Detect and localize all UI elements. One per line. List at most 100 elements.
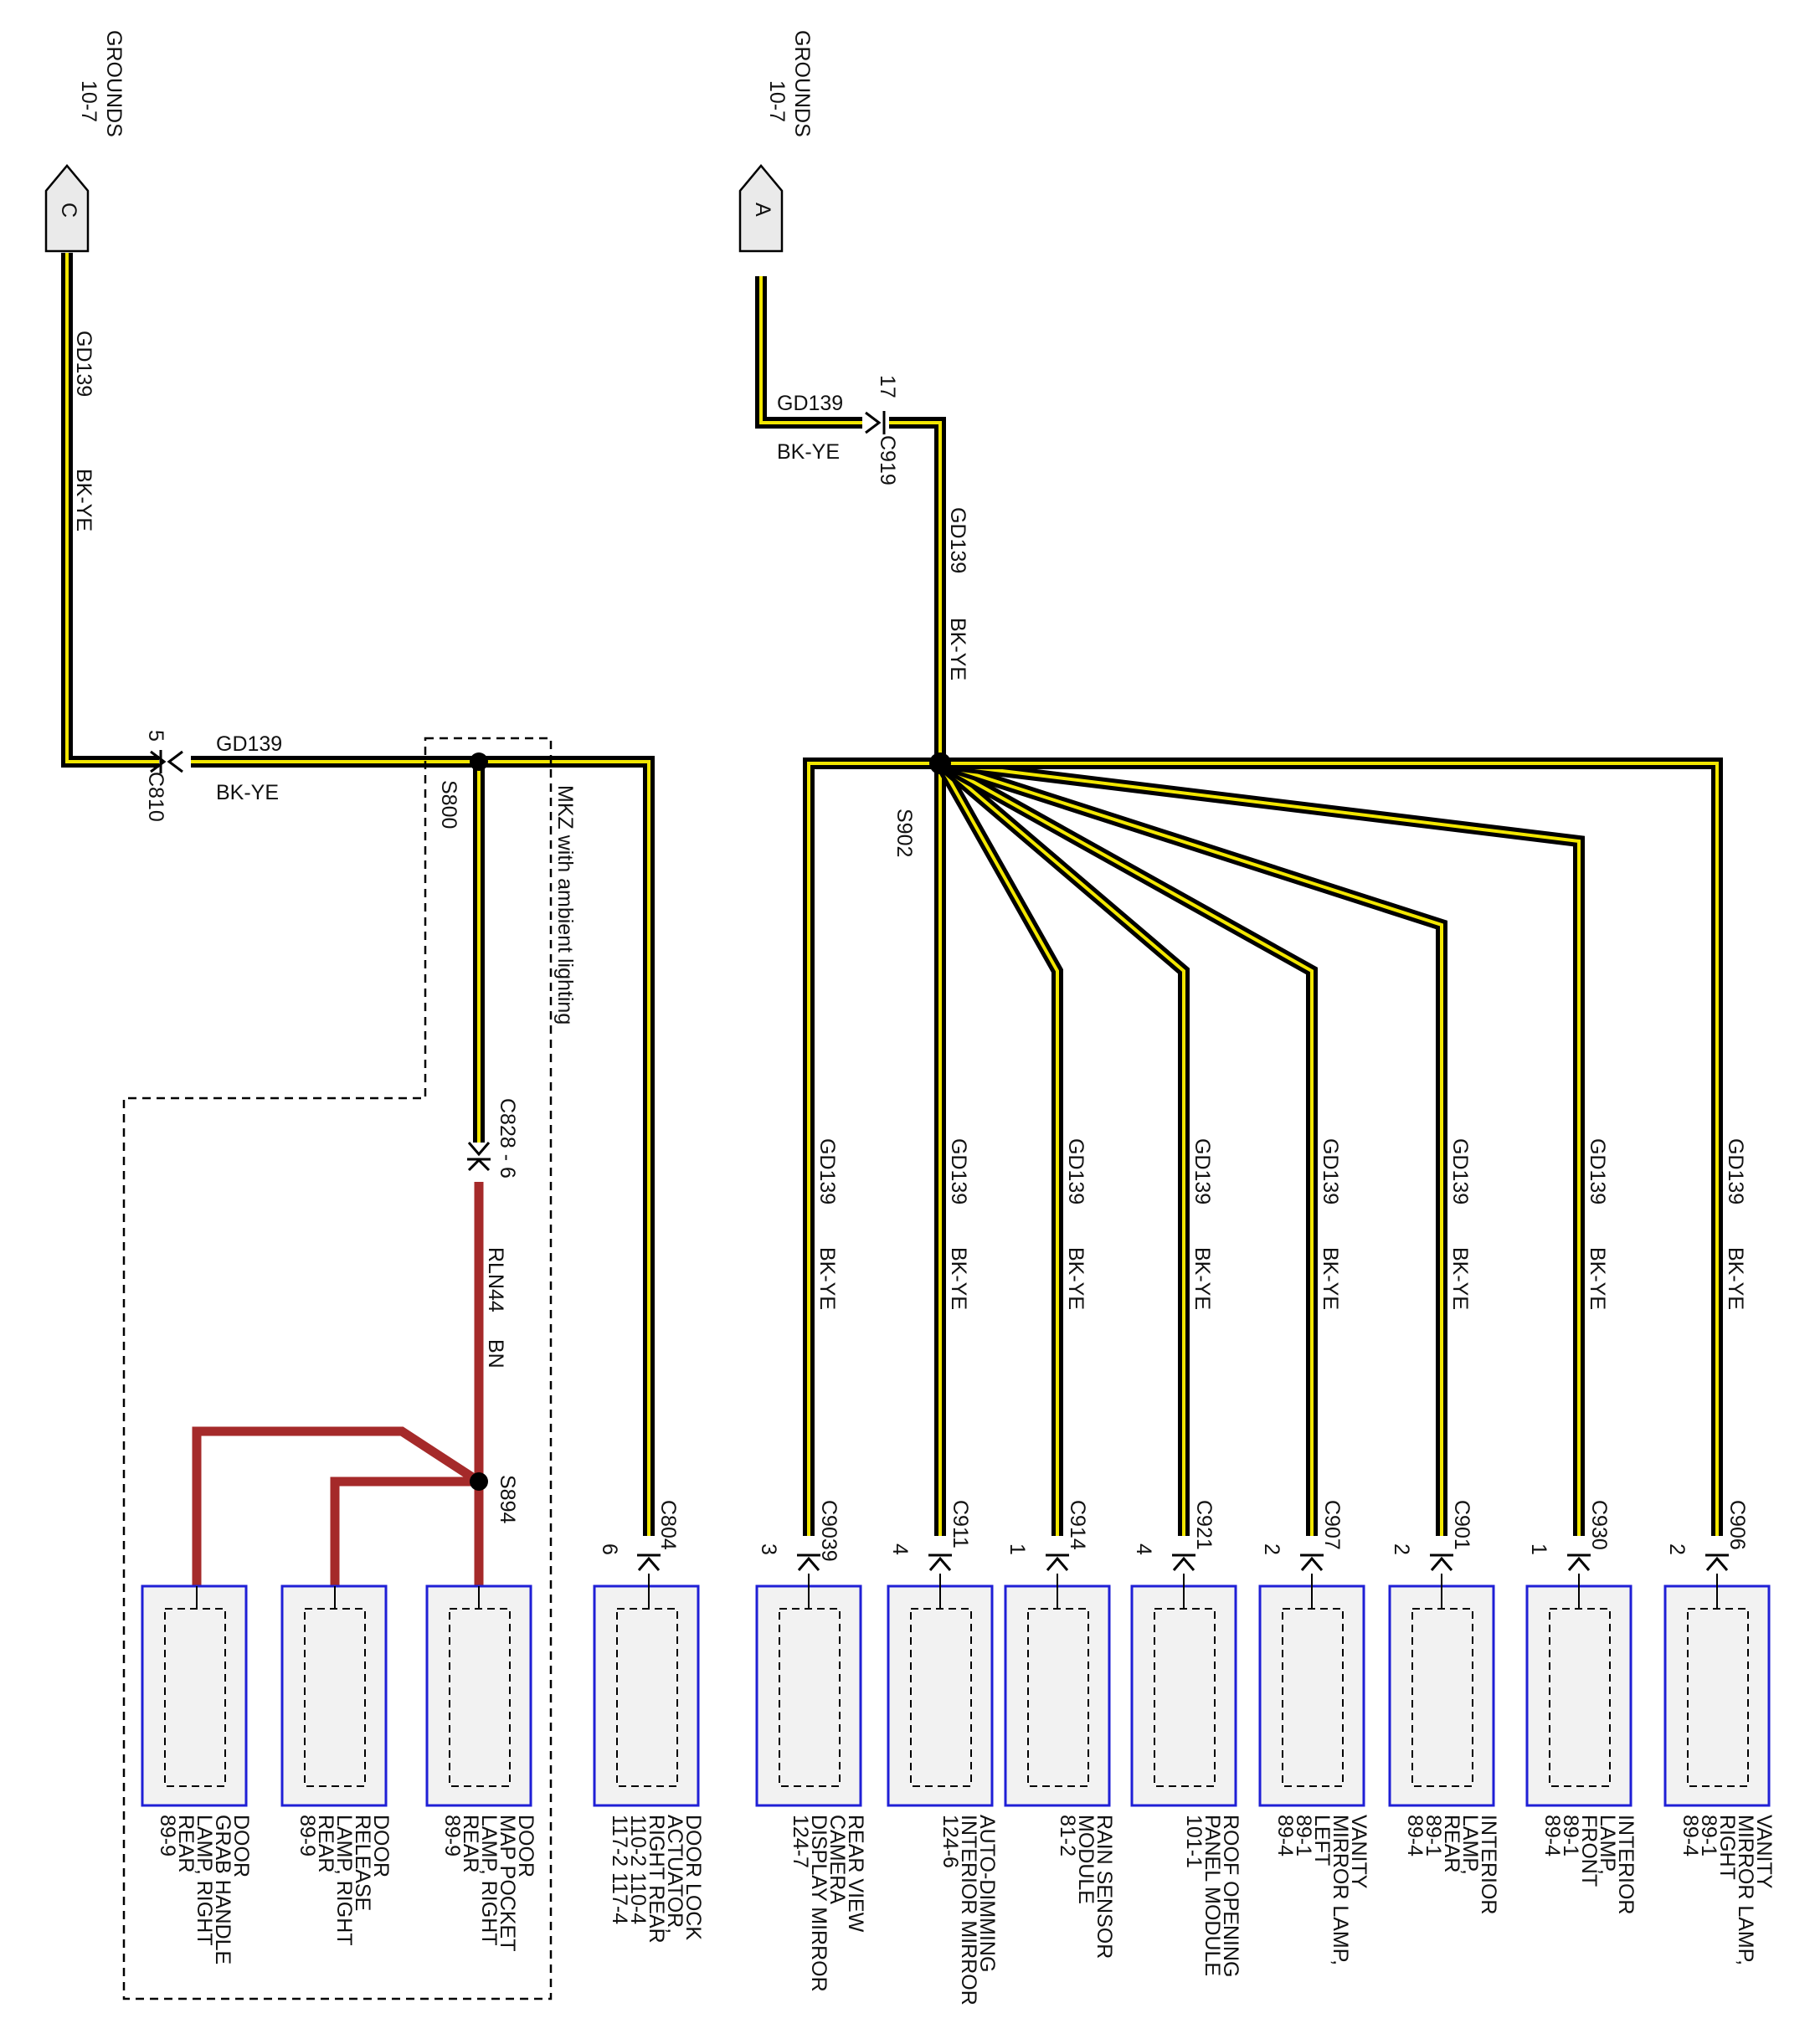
branch-7-color: BK-YE xyxy=(1724,1247,1747,1310)
branch-4-label-line-2: LEFT xyxy=(1310,1815,1334,1866)
branch-5-label-line-1: LAMP, xyxy=(1458,1815,1482,1875)
left-component-2-line-0: DOOR xyxy=(514,1815,537,1877)
branch-0-label-line-2: DISPLAY MIRROR xyxy=(807,1815,830,1992)
branch-1-connector-name: C911 xyxy=(949,1500,972,1548)
branch-1-color: BK-YE xyxy=(947,1247,970,1310)
connector-c810 xyxy=(150,750,183,773)
splice-s800-label: S800 xyxy=(437,780,460,829)
wire-c810-color: BK-YE xyxy=(216,781,279,804)
wire-trunk-circuit: GD139 xyxy=(946,507,969,573)
connector-c810-pin: 5 xyxy=(144,730,167,742)
branch-7-label-line-1: MIRROR LAMP, xyxy=(1734,1815,1757,1965)
left-component-2-line-1: MAP POCKET xyxy=(496,1815,519,1951)
ground-ref-left-letter: C xyxy=(57,203,80,218)
branch-0-connector-name: C9039 xyxy=(817,1500,841,1562)
branch-5-label-line-3: 89-1 xyxy=(1422,1815,1445,1857)
branch-4-connector-pin: 2 xyxy=(1260,1543,1283,1555)
ground-ref-right-letter: A xyxy=(751,203,774,217)
splice-s894-label: S894 xyxy=(496,1475,519,1523)
branch-2-color: BK-YE xyxy=(1064,1247,1087,1310)
branch-4-circuit: GD139 xyxy=(1319,1138,1342,1204)
branch-3-component xyxy=(1130,1584,1237,1807)
ground-ref-right-title: GROUNDS xyxy=(790,30,814,137)
left-component-3-line-1: ACTUATOR, xyxy=(663,1815,686,1934)
connector-c804-name: C804 xyxy=(656,1500,680,1550)
connector-c919-name: C919 xyxy=(876,435,899,485)
branch-5-circuit: GD139 xyxy=(1448,1138,1472,1204)
branch-4-label-line-1: MIRROR LAMP, xyxy=(1329,1815,1352,1965)
left-component-1-line-3: REAR xyxy=(314,1815,337,1872)
branch-7-connector-pin: 2 xyxy=(1665,1543,1689,1555)
branch-5-label-line-2: REAR xyxy=(1440,1815,1463,1872)
branch-3-connector-symbol xyxy=(1172,1556,1195,1571)
branch-3-connector-name: C921 xyxy=(1192,1500,1216,1550)
wire-rln44-color: BN xyxy=(484,1339,507,1369)
option-label: MKZ with ambient lighting xyxy=(553,785,577,1025)
branch-4-connector-symbol xyxy=(1300,1556,1324,1571)
branch-4-label-line-3: 89-1 xyxy=(1292,1815,1315,1857)
left-component-0-line-1: GRAB HANDLE xyxy=(211,1815,234,1964)
branch-3-circuit: GD139 xyxy=(1190,1138,1214,1204)
splice-s902-label: S902 xyxy=(892,809,916,857)
branch-6-component xyxy=(1525,1584,1632,1807)
branch-7-circuit: GD139 xyxy=(1724,1138,1747,1204)
ground-ref-left-title: GROUNDS xyxy=(102,30,126,137)
branch-4-component xyxy=(1258,1584,1365,1807)
branch-0-connector-pin: 3 xyxy=(757,1543,780,1555)
branch-7-connector-name: C906 xyxy=(1725,1500,1749,1550)
connector-c804 xyxy=(637,1554,661,1571)
branch-7-label-line-0: VANITY xyxy=(1752,1815,1776,1889)
branch-6-label-line-3: 89-1 xyxy=(1559,1815,1582,1857)
branch-7-component xyxy=(1663,1584,1771,1807)
branch-6-label-line-1: LAMP, xyxy=(1596,1815,1619,1875)
component-door-grab-handle-lamp xyxy=(141,1584,248,1807)
branch-0-color: BK-YE xyxy=(815,1247,839,1310)
left-component-1-line-0: DOOR xyxy=(369,1815,393,1877)
wire-trunk xyxy=(889,417,946,763)
wire-right-to-c919 xyxy=(755,276,862,429)
branch-0-connector-symbol xyxy=(797,1556,820,1571)
connector-c804-pin: 6 xyxy=(598,1543,621,1555)
branch-4-connector-name: C907 xyxy=(1320,1500,1344,1550)
left-component-3-line-4: 117-2 117-4 xyxy=(608,1815,631,1924)
component-door-release-lamp xyxy=(280,1584,388,1807)
branch-2-connector-pin: 1 xyxy=(1005,1543,1029,1555)
branch-1-label-line-1: INTERIOR MIRROR xyxy=(957,1815,980,2005)
branch-1-connector-symbol xyxy=(928,1556,952,1571)
branch-3-label-line-1: PANEL MODULE xyxy=(1201,1815,1224,1976)
wire-left-main xyxy=(61,253,159,768)
left-component-3-line-3: 110-2 110-4 xyxy=(626,1815,650,1924)
branch-0-label-line-1: CAMERA xyxy=(825,1815,849,1904)
wire-c810-circuit: GD139 xyxy=(216,732,282,756)
connector-c828-label: C828 - 6 xyxy=(496,1098,519,1179)
left-component-2-line-2: LAMP, RIGHT xyxy=(477,1815,501,1946)
ground-ref-right-page: 10-7 xyxy=(765,80,789,122)
splice-s800 xyxy=(470,752,488,771)
left-component-1-line-2: LAMP, RIGHT xyxy=(332,1815,356,1946)
ground-ref-right: GROUNDS 10-7 A xyxy=(738,30,814,253)
branch-c930: GD139BK-YEC9301INTERIORLAMP,FRONT89-189-… xyxy=(939,758,1638,1914)
component-door-map-pocket-lamp xyxy=(425,1584,532,1807)
left-component-1-line-4: 89-9 xyxy=(296,1815,319,1857)
branch-5-connector-symbol xyxy=(1430,1556,1453,1571)
wire-left-horizontal xyxy=(191,756,655,1536)
branch-2-label-line-2: 81-2 xyxy=(1056,1815,1079,1857)
branch-6-connector-name: C930 xyxy=(1587,1500,1611,1550)
branch-4-color: BK-YE xyxy=(1319,1247,1342,1310)
branch-0-circuit: GD139 xyxy=(815,1138,839,1204)
wire-c919-color: BK-YE xyxy=(777,440,840,464)
branch-7-label-line-2: RIGHT xyxy=(1715,1815,1739,1880)
branch-4-label-line-4: 89-4 xyxy=(1273,1815,1297,1857)
wire-trunk-color: BK-YE xyxy=(946,618,969,680)
branch-2-component xyxy=(1004,1584,1111,1807)
branch-6-label-line-0: INTERIOR xyxy=(1614,1815,1638,1914)
branch-6-connector-pin: 1 xyxy=(1527,1543,1550,1555)
